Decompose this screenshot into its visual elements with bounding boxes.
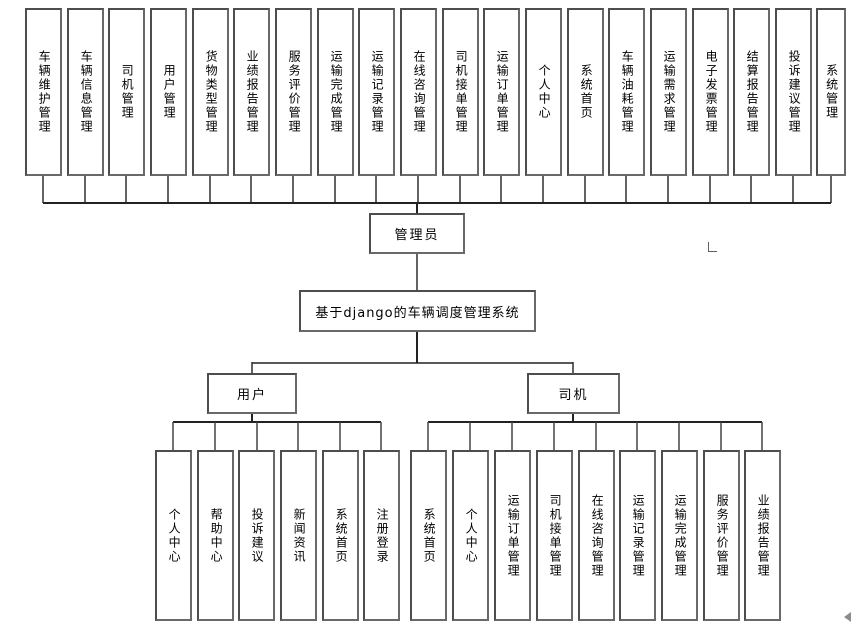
admin-module-box-8: 运输记录管理 bbox=[358, 8, 395, 176]
user-module-label: 系统首页 bbox=[334, 507, 349, 564]
admin-module-box-14: 车辆油耗管理 bbox=[608, 8, 645, 176]
driver-module-box-3: 司机接单管理 bbox=[536, 450, 573, 621]
driver-module-box-0: 系统首页 bbox=[410, 450, 447, 621]
driver-module-label: 司机接单管理 bbox=[548, 493, 563, 578]
driver-module-label: 运输记录管理 bbox=[631, 493, 646, 578]
user-module-label: 个人中心 bbox=[167, 507, 182, 564]
admin-module-label: 车辆信息管理 bbox=[79, 50, 94, 134]
user-module-box-2: 投诉建议 bbox=[238, 450, 275, 621]
admin-module-box-13: 系统首页 bbox=[567, 8, 604, 176]
admin-module-box-4: 货物类型管理 bbox=[192, 8, 229, 176]
driver-module-box-8: 业绩报告管理 bbox=[744, 450, 781, 621]
admin-module-label: 投诉建议管理 bbox=[787, 50, 802, 134]
admin-node: 管理员 bbox=[369, 213, 465, 254]
admin-module-label: 用户管理 bbox=[162, 64, 177, 120]
admin-module-label: 车辆油耗管理 bbox=[620, 50, 635, 134]
system-root-label: 基于django的车辆调度管理系统 bbox=[315, 305, 520, 321]
admin-module-label: 运输完成管理 bbox=[329, 50, 344, 134]
driver-module-label: 运输订单管理 bbox=[506, 493, 521, 578]
admin-module-label: 运输需求管理 bbox=[662, 50, 677, 134]
driver-module-box-4: 在线咨询管理 bbox=[578, 450, 615, 621]
admin-module-label: 电子发票管理 bbox=[704, 50, 719, 134]
admin-module-label: 在线咨询管理 bbox=[412, 50, 427, 134]
admin-module-box-1: 车辆信息管理 bbox=[67, 8, 104, 176]
admin-module-box-5: 业绩报告管理 bbox=[233, 8, 270, 176]
driver-module-label: 系统首页 bbox=[422, 507, 437, 564]
driver-module-box-7: 服务评价管理 bbox=[703, 450, 740, 621]
user-module-label: 注册登录 bbox=[375, 507, 390, 564]
driver-node: 司机 bbox=[527, 373, 620, 414]
admin-module-label: 系统管理 bbox=[824, 64, 839, 120]
admin-module-label: 系统首页 bbox=[579, 64, 594, 120]
admin-module-box-6: 服务评价管理 bbox=[275, 8, 312, 176]
admin-module-box-17: 结算报告管理 bbox=[733, 8, 770, 176]
text-boundary-corner-mark bbox=[708, 242, 717, 252]
user-module-box-4: 系统首页 bbox=[322, 450, 359, 621]
driver-module-label: 个人中心 bbox=[464, 507, 479, 564]
driver-module-box-5: 运输记录管理 bbox=[619, 450, 656, 621]
admin-module-box-0: 车辆维护管理 bbox=[25, 8, 62, 176]
admin-module-label: 结算报告管理 bbox=[745, 50, 760, 134]
admin-module-box-18: 投诉建议管理 bbox=[775, 8, 812, 176]
scroll-left-arrow-icon[interactable] bbox=[844, 612, 851, 622]
admin-module-label: 司机接单管理 bbox=[454, 50, 469, 134]
driver-module-label: 业绩报告管理 bbox=[756, 493, 771, 578]
admin-module-label: 车辆维护管理 bbox=[37, 50, 52, 134]
admin-module-label: 运输订单管理 bbox=[495, 50, 510, 134]
admin-module-box-7: 运输完成管理 bbox=[317, 8, 354, 176]
user-module-box-3: 新闻资讯 bbox=[280, 450, 317, 621]
user-module-label: 新闻资讯 bbox=[292, 507, 307, 564]
driver-module-box-2: 运输订单管理 bbox=[494, 450, 531, 621]
admin-module-label: 运输记录管理 bbox=[370, 50, 385, 134]
driver-node-label: 司机 bbox=[558, 388, 589, 403]
admin-module-box-19: 系统管理 bbox=[816, 8, 846, 176]
admin-module-box-11: 运输订单管理 bbox=[483, 8, 520, 176]
driver-module-box-1: 个人中心 bbox=[452, 450, 489, 621]
admin-module-box-10: 司机接单管理 bbox=[442, 8, 479, 176]
driver-module-label: 在线咨询管理 bbox=[590, 493, 605, 578]
user-module-label: 帮助中心 bbox=[209, 507, 224, 564]
admin-node-label: 管理员 bbox=[394, 228, 440, 243]
user-node-label: 用户 bbox=[236, 388, 267, 403]
admin-module-label: 服务评价管理 bbox=[287, 50, 302, 134]
admin-module-box-12: 个人中心 bbox=[525, 8, 562, 176]
admin-module-box-3: 用户管理 bbox=[150, 8, 187, 176]
admin-module-label: 司机管理 bbox=[120, 64, 135, 120]
user-module-box-5: 注册登录 bbox=[363, 450, 400, 621]
user-module-box-0: 个人中心 bbox=[155, 450, 192, 621]
user-module-label: 投诉建议 bbox=[250, 507, 265, 564]
driver-module-box-6: 运输完成管理 bbox=[661, 450, 698, 621]
user-module-box-1: 帮助中心 bbox=[197, 450, 234, 621]
system-root-node: 基于django的车辆调度管理系统 bbox=[299, 290, 536, 332]
driver-module-label: 服务评价管理 bbox=[715, 493, 730, 578]
admin-module-box-16: 电子发票管理 bbox=[692, 8, 729, 176]
user-node: 用户 bbox=[207, 373, 297, 414]
admin-module-box-2: 司机管理 bbox=[108, 8, 145, 176]
admin-module-label: 货物类型管理 bbox=[204, 50, 219, 134]
admin-module-box-9: 在线咨询管理 bbox=[400, 8, 437, 176]
admin-module-label: 业绩报告管理 bbox=[245, 50, 260, 134]
driver-module-label: 运输完成管理 bbox=[673, 493, 688, 578]
admin-module-box-15: 运输需求管理 bbox=[650, 8, 687, 176]
admin-module-label: 个人中心 bbox=[537, 64, 552, 120]
